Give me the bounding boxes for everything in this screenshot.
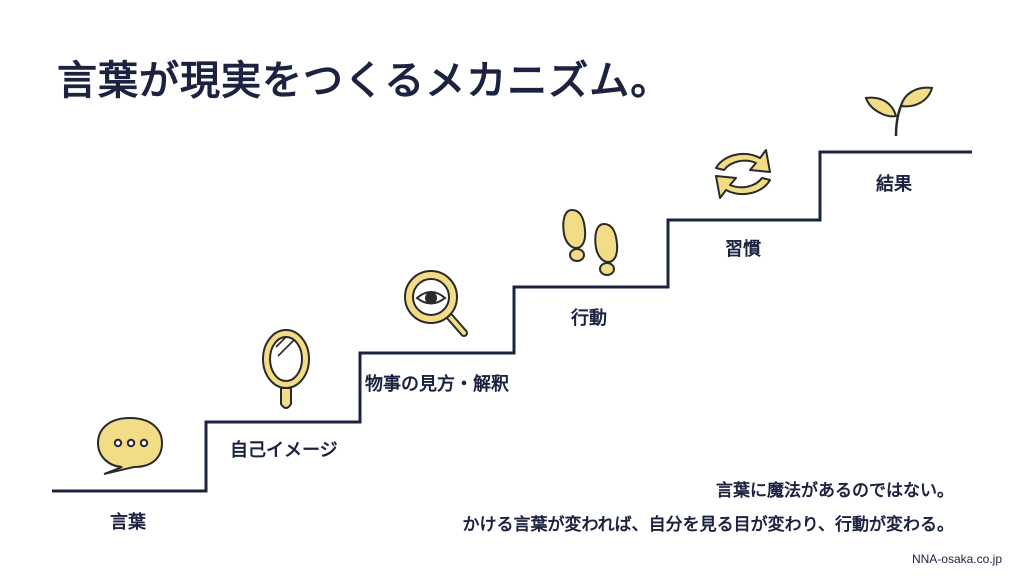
step-label-words: 言葉 [110,512,146,533]
page-title: 言葉が現実をつくるメカニズム。 [57,58,672,104]
speech-bubble-icon [96,416,164,475]
sprout-icon [864,86,934,137]
step-label-action: 行動 [571,308,607,329]
footprints-icon [562,208,619,276]
step-label-result: 結果 [876,174,912,195]
message-line-1: 言葉に魔法があるのではない。 [716,481,954,501]
site-credit: NNA-osaka.co.jp [911,552,1002,566]
staircase-line [52,150,972,493]
magnifier-eye-icon [404,270,468,337]
hand-mirror-icon [262,329,310,409]
step-label-habit: 習慣 [725,239,761,260]
step-label-perspective: 物事の見方・解釈 [365,374,509,395]
cycle-arrows-icon [715,149,771,199]
step-label-self-image: 自己イメージ [230,440,338,461]
message-line-2: かける言葉が変われば、自分を見る目が変わり、行動が変わる。 [462,515,954,535]
